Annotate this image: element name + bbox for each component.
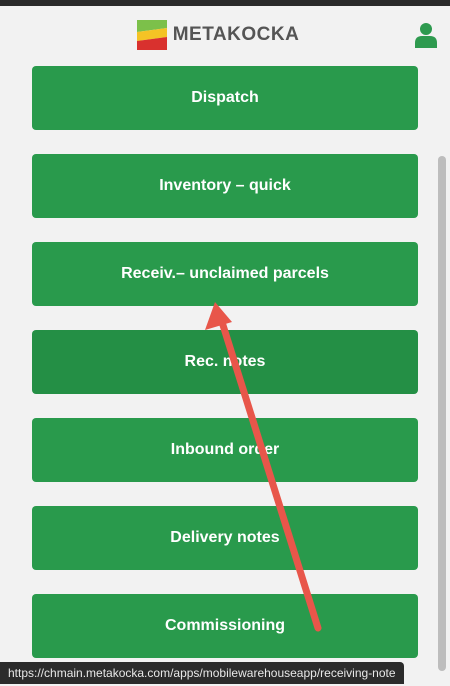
app-header: METAKOCKA xyxy=(0,6,450,64)
scrollbar-thumb[interactable] xyxy=(438,156,446,671)
menu-button-label: Dispatch xyxy=(191,89,259,106)
delivery-notes-button[interactable]: Delivery notes xyxy=(32,506,418,570)
brand-name: METAKOCKA xyxy=(172,24,300,45)
commissioning-button[interactable]: Commissioning xyxy=(32,594,418,658)
metakocka-logo-icon xyxy=(136,20,167,50)
app-viewport: METAKOCKA Dispatch Inventory – quick Rec… xyxy=(0,6,450,686)
menu-button-label: Rec. notes xyxy=(184,353,266,370)
brand-link[interactable]: METAKOCKA xyxy=(136,20,300,50)
dispatch-button[interactable]: Dispatch xyxy=(32,66,418,130)
menu-button-label: Inventory – quick xyxy=(159,177,291,194)
inventory-quick-button[interactable]: Inventory – quick xyxy=(32,154,418,218)
menu-button-label: Commissioning xyxy=(164,617,285,634)
browser-top-strip xyxy=(0,0,450,6)
menu-button-label: Receiv.– unclaimed parcels xyxy=(121,265,329,282)
user-icon[interactable] xyxy=(414,22,438,48)
link-status-bar: https://chmain.metakocka.com/apps/mobile… xyxy=(0,662,404,684)
menu-button-label: Inbound order xyxy=(170,441,280,458)
receiving-unclaimed-parcels-button[interactable]: Receiv.– unclaimed parcels xyxy=(32,242,418,306)
inbound-order-button[interactable]: Inbound order xyxy=(32,418,418,482)
warehouse-menu: Dispatch Inventory – quick Receiv.– uncl… xyxy=(32,66,418,682)
menu-button-label: Delivery notes xyxy=(170,529,280,546)
receiving-notes-button[interactable]: Rec. notes xyxy=(32,330,418,394)
